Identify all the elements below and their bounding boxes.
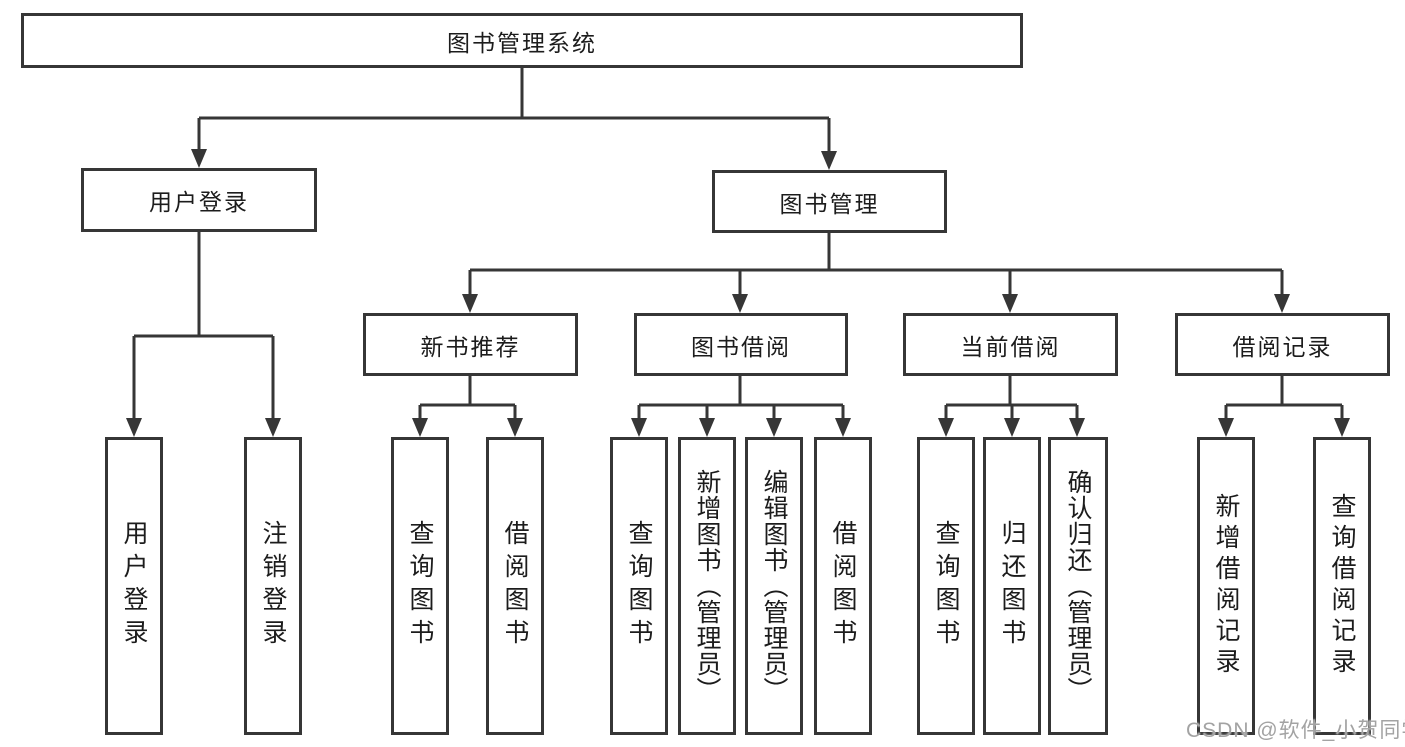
node-root-label: 图书管理系统 bbox=[447, 29, 597, 56]
arrowhead bbox=[1004, 418, 1020, 437]
node-book-borrow: 图书借阅 bbox=[634, 313, 848, 376]
leaf-add-book-admin-label: 新增图书（管理员） bbox=[693, 469, 721, 703]
arrowhead bbox=[732, 294, 748, 313]
leaf-query-books-current: 查询图书 bbox=[917, 437, 975, 735]
arrowhead bbox=[631, 418, 647, 437]
leaf-query-books-borrow-label: 查询图书 bbox=[625, 520, 653, 652]
arrowhead bbox=[191, 149, 207, 168]
node-new-book-recommend: 新书推荐 bbox=[363, 313, 578, 376]
node-borrow-records: 借阅记录 bbox=[1175, 313, 1390, 376]
node-user-login: 用户登录 bbox=[81, 168, 317, 232]
leaf-confirm-return-admin: 确认归还（管理员） bbox=[1048, 437, 1108, 735]
arrowhead bbox=[699, 418, 715, 437]
leaf-edit-book-admin: 编辑图书（管理员） bbox=[745, 437, 803, 735]
arrowhead bbox=[507, 418, 523, 437]
arrowhead bbox=[1334, 418, 1350, 437]
leaf-add-book-admin: 新增图书（管理员） bbox=[678, 437, 736, 735]
arrowhead bbox=[766, 418, 782, 437]
leaf-query-borrow-record-label: 查询借阅记录 bbox=[1328, 493, 1356, 679]
leaf-confirm-return-admin-label: 确认归还（管理员） bbox=[1064, 469, 1092, 703]
leaf-user-login-label: 用户登录 bbox=[120, 520, 148, 652]
node-book-borrow-label: 图书借阅 bbox=[691, 333, 791, 360]
arrowhead bbox=[265, 418, 281, 437]
arrowhead bbox=[835, 418, 851, 437]
node-new-book-recommend-label: 新书推荐 bbox=[420, 333, 521, 360]
node-current-borrow: 当前借阅 bbox=[903, 313, 1118, 376]
leaf-borrow-books-recommend: 借阅图书 bbox=[486, 437, 544, 735]
leaf-add-borrow-record-label: 新增借阅记录 bbox=[1212, 493, 1240, 679]
leaf-return-book: 归还图书 bbox=[983, 437, 1041, 735]
leaf-query-books-recommend-label: 查询图书 bbox=[406, 520, 434, 652]
leaf-logout-login: 注销登录 bbox=[244, 437, 302, 735]
arrowhead bbox=[938, 418, 954, 437]
arrowhead bbox=[1069, 418, 1085, 437]
node-user-login-label: 用户登录 bbox=[149, 189, 249, 215]
node-book-management-label: 图书管理 bbox=[779, 190, 880, 217]
leaf-user-login: 用户登录 bbox=[105, 437, 163, 735]
leaf-add-borrow-record: 新增借阅记录 bbox=[1197, 437, 1255, 735]
leaf-logout-login-label: 注销登录 bbox=[259, 520, 287, 652]
node-current-borrow-label: 当前借阅 bbox=[960, 333, 1061, 360]
leaf-query-borrow-record: 查询借阅记录 bbox=[1313, 437, 1371, 735]
node-root: 图书管理系统 bbox=[21, 13, 1023, 68]
leaf-borrow-books-recommend-label: 借阅图书 bbox=[501, 520, 529, 652]
node-book-management: 图书管理 bbox=[712, 170, 947, 233]
arrowhead bbox=[1274, 294, 1290, 313]
csdn-watermark: CSDN @软件_小贺同学 bbox=[1186, 719, 1405, 742]
arrowhead bbox=[1218, 418, 1234, 437]
arrowhead bbox=[1002, 294, 1018, 313]
arrowhead bbox=[821, 151, 837, 170]
leaf-edit-book-admin-label: 编辑图书（管理员） bbox=[760, 469, 788, 703]
arrowhead bbox=[462, 294, 478, 313]
leaf-return-book-label: 归还图书 bbox=[998, 520, 1026, 652]
leaf-query-books-recommend: 查询图书 bbox=[391, 437, 449, 735]
leaf-borrow-books-borrow-label: 借阅图书 bbox=[829, 520, 857, 652]
arrowhead bbox=[412, 418, 428, 437]
leaf-borrow-books-borrow: 借阅图书 bbox=[814, 437, 872, 735]
leaf-query-books-borrow: 查询图书 bbox=[610, 437, 668, 735]
node-borrow-records-label: 借阅记录 bbox=[1232, 333, 1333, 360]
arrowhead bbox=[126, 418, 142, 437]
leaf-query-books-current-label: 查询图书 bbox=[932, 520, 960, 652]
